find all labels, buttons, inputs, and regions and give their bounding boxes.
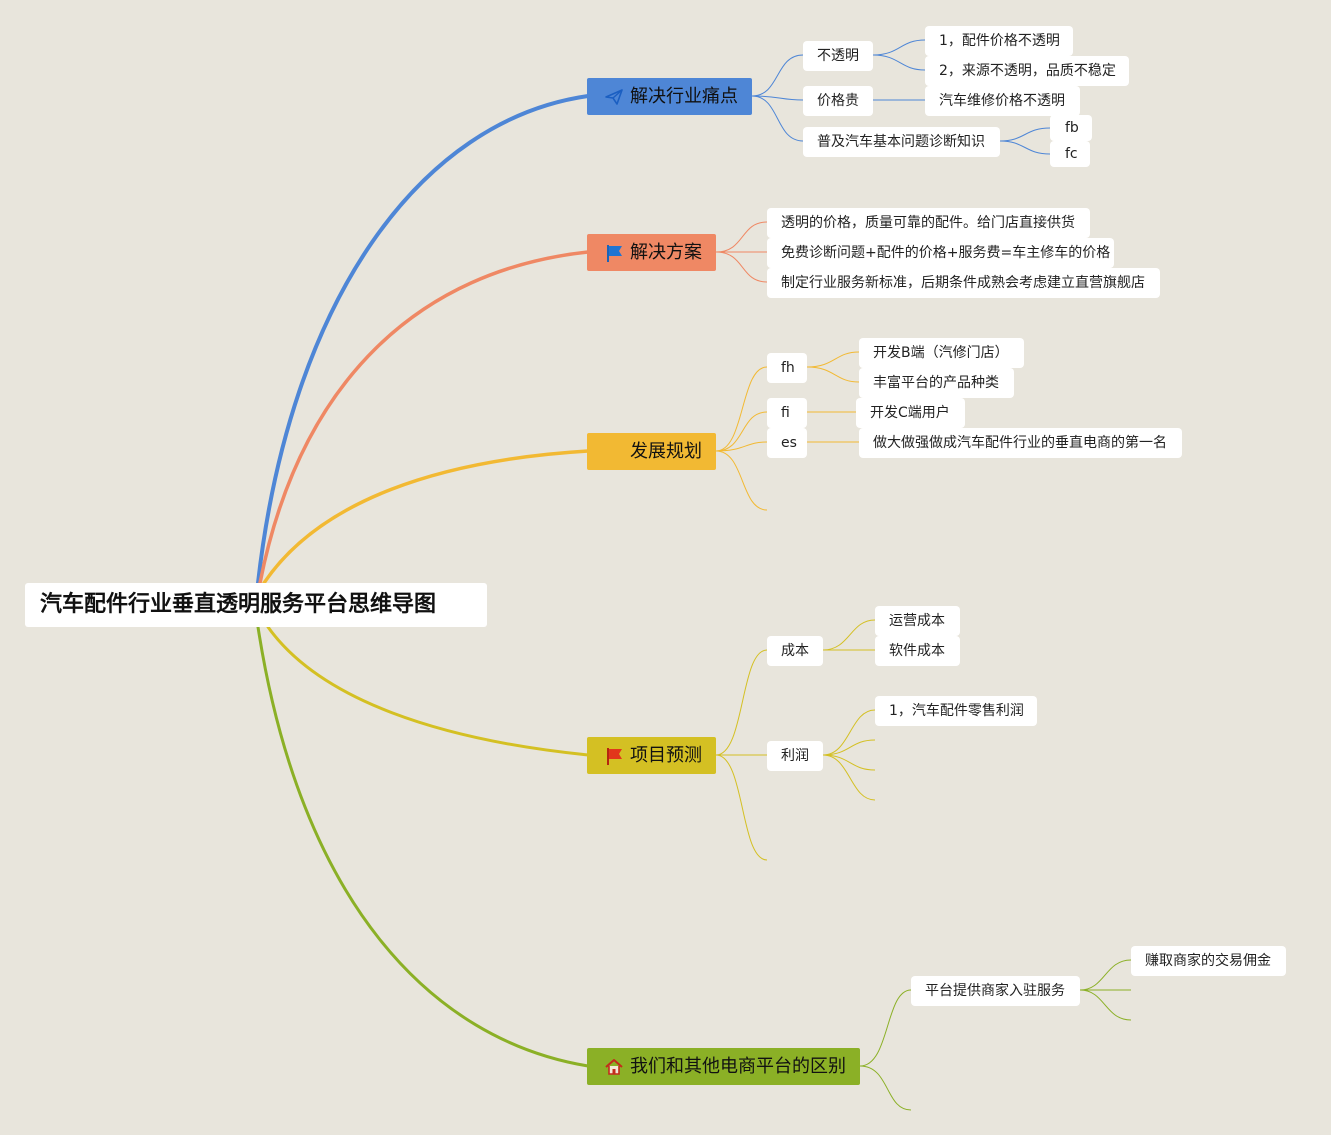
cost-software[interactable]: 软件成本 [875, 636, 960, 666]
branch-development-plan[interactable]: 发展规划 [587, 433, 716, 470]
connector-root-to-plan [262, 449, 590, 585]
flag-red-icon [607, 748, 622, 765]
plan-product-variety[interactable]: 丰富平台的产品种类 [859, 368, 1014, 398]
connector-root-to-forecast [266, 625, 590, 757]
root-node-title[interactable]: 汽车配件行业垂直透明服务平台思维导图 [25, 583, 487, 627]
topic-expensive[interactable]: 价格贵 [803, 86, 873, 116]
branch-label: 解决方案 [630, 242, 702, 263]
topic-fh[interactable]: fh [767, 353, 807, 383]
topic-profit[interactable]: 利润 [767, 741, 823, 771]
subtopic-fb[interactable]: fb [1050, 115, 1092, 141]
paper-plane-icon [605, 89, 623, 105]
solution-transparent-price[interactable]: 透明的价格，质量可靠的配件。给门店直接供货 [767, 208, 1090, 238]
connector-root-to-solution [258, 250, 590, 585]
branch-label: 项目预测 [630, 745, 702, 766]
branch-label: 发展规划 [630, 441, 702, 462]
branch-label: 我们和其他电商平台的区别 [630, 1056, 846, 1077]
home-icon [605, 1059, 623, 1075]
plan-develop-b-side[interactable]: 开发B端（汽修门店） [859, 338, 1024, 368]
connector-root-to-pain-points [256, 94, 590, 585]
cost-operations[interactable]: 运营成本 [875, 606, 960, 636]
branch-project-forecast[interactable]: 项目预测 [587, 737, 716, 774]
plan-vertical-ecommerce-leader[interactable]: 做大做强做成汽车配件行业的垂直电商的第一名 [859, 428, 1182, 458]
subtopic-source-quality[interactable]: 2，来源不透明，品质不稳定 [925, 56, 1129, 86]
solution-service-standard[interactable]: 制定行业服务新标准，后期条件成熟会考虑建立直营旗舰店 [767, 268, 1160, 298]
topic-fi[interactable]: fi [767, 398, 807, 428]
connector-root-to-difference [256, 625, 590, 1068]
branch-pain-points[interactable]: 解决行业痛点 [587, 78, 752, 115]
topic-cost[interactable]: 成本 [767, 636, 823, 666]
difference-commission[interactable]: 赚取商家的交易佣金 [1131, 946, 1286, 976]
profit-retail-parts[interactable]: 1，汽车配件零售利润 [875, 696, 1037, 726]
subtopic-fc[interactable]: fc [1050, 141, 1090, 167]
branch-label: 解决行业痛点 [630, 86, 738, 107]
topic-es[interactable]: es [767, 428, 807, 458]
plan-develop-c-side[interactable]: 开发C端用户 [856, 398, 965, 428]
solution-free-diagnosis[interactable]: 免费诊断问题+配件的价格+服务费=车主修车的价格 [767, 238, 1114, 268]
topic-opaque[interactable]: 不透明 [803, 41, 873, 71]
topic-merchant-onboarding[interactable]: 平台提供商家入驻服务 [911, 976, 1080, 1006]
subtopic-repair-price[interactable]: 汽车维修价格不透明 [925, 86, 1080, 116]
branch-platform-difference[interactable]: 我们和其他电商平台的区别 [587, 1048, 860, 1085]
subtopic-parts-price[interactable]: 1，配件价格不透明 [925, 26, 1073, 56]
branch-solution[interactable]: 解决方案 [587, 234, 716, 271]
topic-diagnosis-knowledge[interactable]: 普及汽车基本问题诊断知识 [803, 127, 1000, 157]
flag-blue-icon [607, 245, 622, 262]
